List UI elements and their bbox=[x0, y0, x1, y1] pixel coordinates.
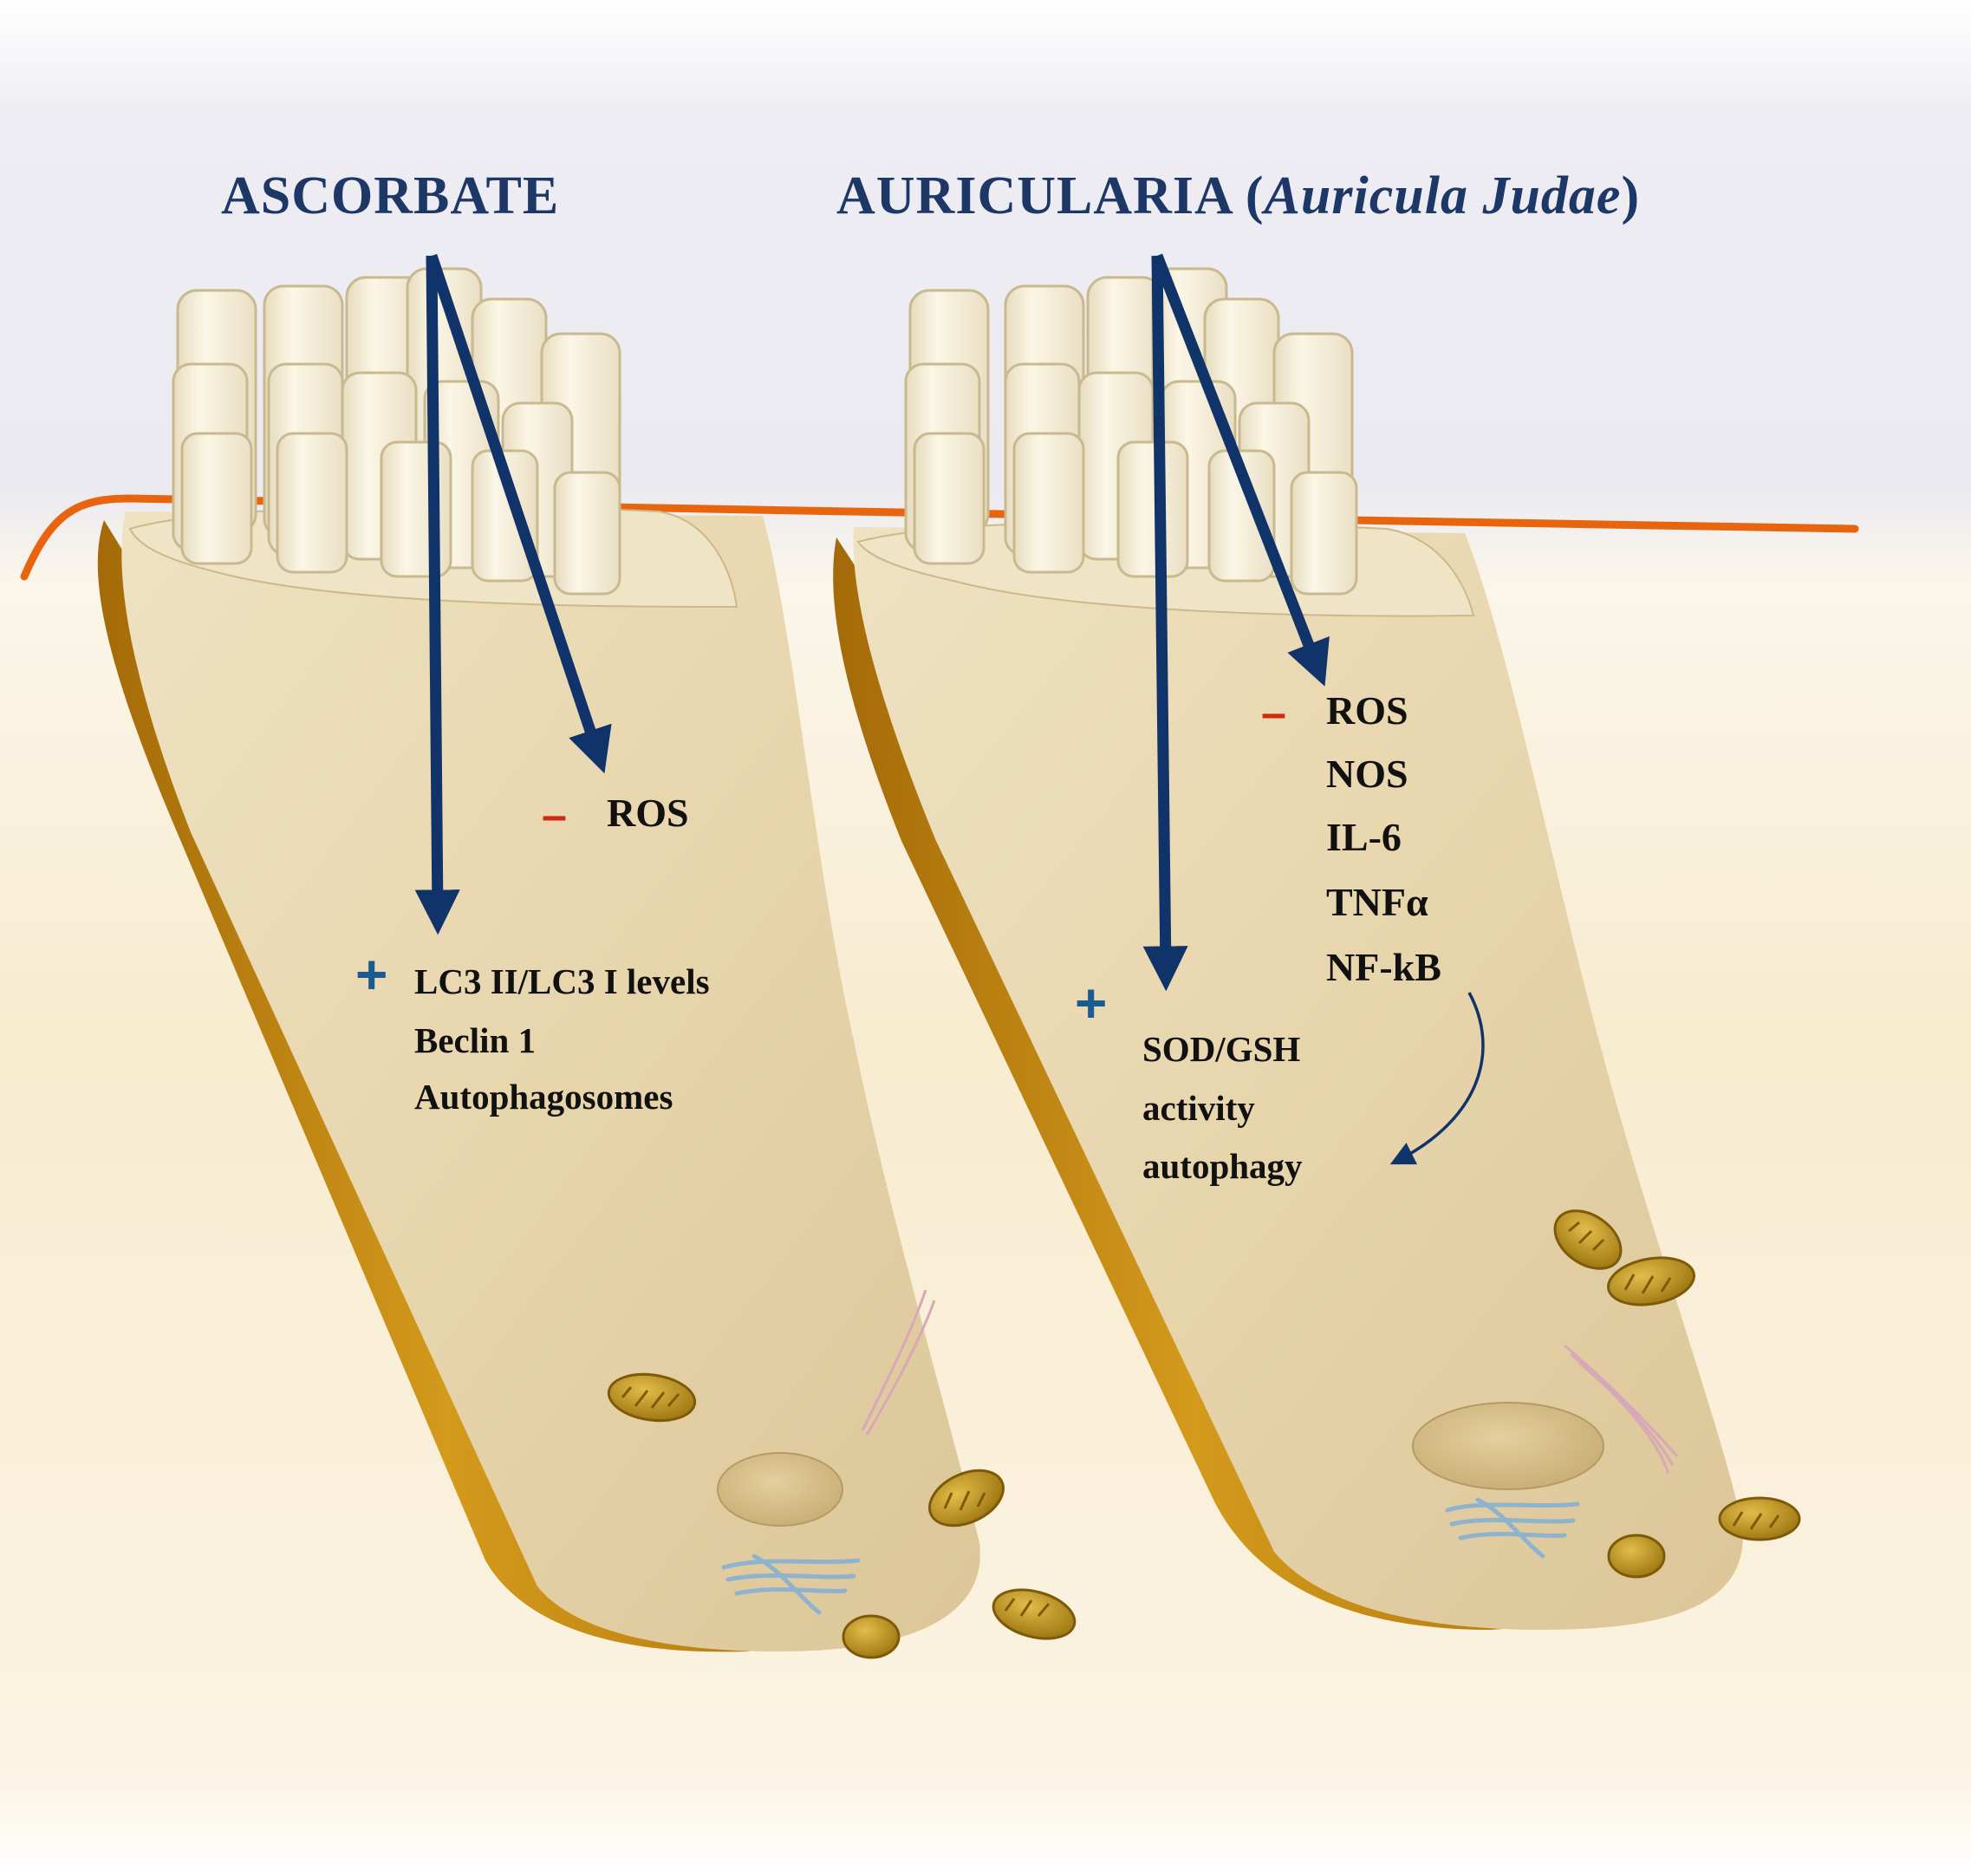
heading-auricularia: AURICULARIA (Auricula Judae) bbox=[836, 169, 1640, 223]
arrows bbox=[414, 253, 1485, 1165]
right-decrease-nos: NOS bbox=[1326, 752, 1408, 796]
heading-auricularia-species: Auricula Judae bbox=[1264, 166, 1622, 225]
right-increase-sod-gsh: SOD/GSH bbox=[1142, 1029, 1301, 1069]
right-curved-arrow bbox=[1389, 992, 1485, 1165]
right-filaments bbox=[1564, 1344, 1679, 1475]
right-increase-autophagy: autophagy bbox=[1142, 1146, 1303, 1186]
left-increase-lc3: LC3 II/LC3 I levels bbox=[414, 961, 710, 1001]
right-decrease-nfkb: NF-kB bbox=[1326, 945, 1441, 989]
right-mitochondria bbox=[1553, 1209, 1801, 1579]
heading-auricularia-close: ) bbox=[1621, 166, 1641, 225]
right-cell-body bbox=[853, 527, 1743, 1630]
right-hair-cell bbox=[833, 267, 1801, 1630]
left-filaments bbox=[861, 1289, 936, 1436]
left-decrease-ros: ROS bbox=[607, 791, 689, 835]
left-increase-autophagosomes: Autophagosomes bbox=[414, 1077, 673, 1117]
left-increase-beclin: Beclin 1 bbox=[414, 1020, 537, 1060]
right-decrease-ros: ROS bbox=[1326, 688, 1408, 733]
left-minus-sign: – bbox=[542, 791, 567, 841]
left-stereocilia-bundle bbox=[172, 267, 621, 596]
right-arrow-to-sod bbox=[1142, 255, 1188, 992]
left-hair-cell bbox=[97, 267, 1077, 1659]
left-arrow-to-ros bbox=[426, 253, 612, 774]
right-minus-sign: – bbox=[1261, 688, 1286, 739]
left-cell-body bbox=[121, 511, 980, 1651]
right-golgi bbox=[1445, 1497, 1580, 1559]
left-golgi bbox=[721, 1554, 861, 1615]
apical-membrane bbox=[20, 494, 1859, 581]
heading-ascorbate: ASCORBATE bbox=[221, 166, 560, 225]
left-mitochondria bbox=[607, 1372, 1077, 1659]
right-plus-sign: + bbox=[1075, 972, 1108, 1034]
right-decrease-tnfa: TNFα bbox=[1326, 880, 1428, 924]
right-nucleus bbox=[1412, 1402, 1604, 1490]
right-arrow-to-ros bbox=[1151, 253, 1330, 687]
right-increase-activity: activity bbox=[1142, 1088, 1255, 1128]
right-decrease-il6: IL-6 bbox=[1326, 815, 1402, 859]
left-nucleus bbox=[717, 1452, 843, 1527]
left-plus-sign: + bbox=[355, 943, 388, 1006]
heading-auricularia-main: AURICULARIA ( bbox=[836, 166, 1265, 225]
left-arrow-to-autophagy bbox=[414, 255, 460, 935]
